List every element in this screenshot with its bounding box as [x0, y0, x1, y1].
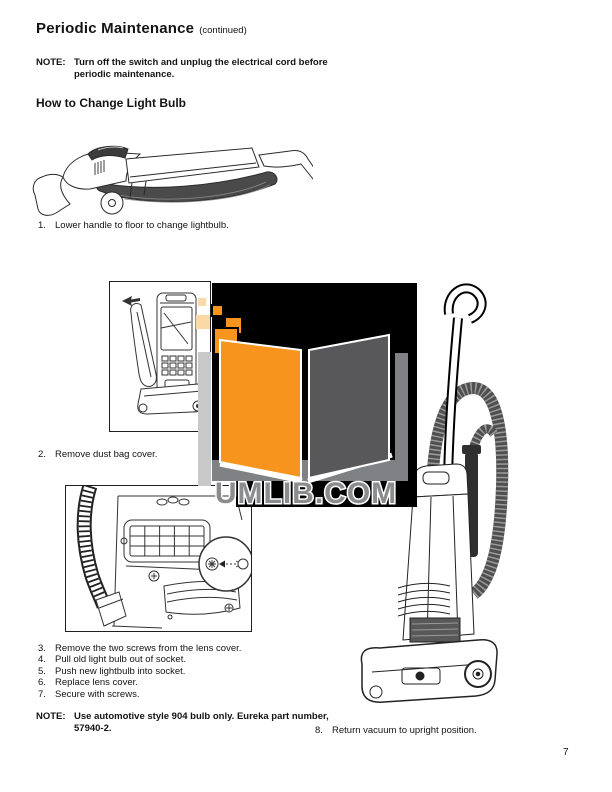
step-number: 6. — [38, 677, 46, 689]
book-left-page — [219, 338, 302, 480]
step-number: 8. — [315, 725, 323, 736]
step-number: 3. — [38, 643, 46, 654]
arrow-icon — [219, 560, 225, 568]
page-title-continued: (continued) — [199, 25, 247, 36]
lens-cover-illustration — [65, 485, 252, 632]
bulb — [237, 558, 249, 570]
step-number: 1. — [38, 220, 46, 231]
note-top: NOTE: Turn off the switch and unplug the… — [36, 57, 356, 80]
watermark-text: UMLIB.COM — [215, 477, 397, 509]
nozzle-shape — [32, 173, 71, 216]
note-text: Turn off the switch and unplug the elect… — [74, 57, 328, 80]
step-5: 5. Push new lightbulb into socket. — [38, 666, 241, 677]
note-bottom: NOTE: Use automotive style 904 bulb only… — [36, 711, 346, 734]
page-number: 7 — [563, 747, 569, 758]
ribbed-section — [397, 582, 451, 617]
step-text: Lower handle to floor to change lightbul… — [55, 220, 229, 231]
step-text: Replace lens cover. — [55, 677, 138, 689]
note-text: Use automotive style 904 bulb only. Eure… — [74, 711, 329, 734]
step-3: 3. Remove the two screws from the lens c… — [38, 643, 241, 654]
step-2: 2. Remove dust bag cover. — [38, 449, 157, 460]
step-text: Push new lightbulb into socket. — [55, 665, 186, 677]
base — [360, 639, 498, 703]
body-shape — [125, 147, 260, 184]
filter-frame — [123, 519, 211, 563]
step-number: 4. — [38, 654, 46, 666]
note-label: NOTE: — [36, 711, 66, 722]
step-number: 2. — [38, 449, 46, 460]
section-heading: How to Change Light Bulb — [36, 96, 186, 110]
step-8: 8. Return vacuum to upright position. — [315, 725, 477, 736]
step-7: 7. Secure with screws. — [38, 689, 241, 700]
vacuum-lowered-illustration — [32, 145, 313, 216]
steps-list: 3. Remove the two screws from the lens c… — [38, 643, 241, 700]
book-right-page — [308, 333, 390, 480]
page-title-row: Periodic Maintenance (continued) — [36, 20, 247, 38]
note-label: NOTE: — [36, 57, 66, 68]
step-1: 1. Lower handle to floor to change light… — [38, 220, 229, 231]
arrow-icon — [122, 296, 140, 306]
hose-ribs — [78, 486, 110, 608]
step-text: Pull old light bulb out of socket. — [55, 654, 186, 666]
dust-bag-cover-illustration — [109, 281, 211, 432]
umlib-watermark: UMLIB.COM — [196, 283, 417, 509]
page-title: Periodic Maintenance — [36, 20, 195, 37]
step-text: Remove dust bag cover. — [55, 449, 158, 460]
step-text: Secure with screws. — [55, 688, 140, 700]
step-text: Return vacuum to upright position. — [332, 725, 477, 736]
keypad-grid — [161, 355, 193, 376]
step-6: 6. Replace lens cover. — [38, 677, 241, 688]
step-number: 5. — [38, 665, 46, 677]
cover-shape — [130, 302, 157, 387]
step-4: 4. Pull old light bulb out of socket. — [38, 654, 241, 665]
upright-vacuum-illustration — [360, 283, 509, 703]
callout-circle — [198, 536, 251, 592]
wheel — [100, 191, 124, 215]
step-text: Remove the two screws from the lens cove… — [55, 643, 242, 654]
handle-shape — [258, 150, 313, 180]
step-number: 7. — [38, 688, 46, 700]
filter-grid — [130, 526, 204, 556]
